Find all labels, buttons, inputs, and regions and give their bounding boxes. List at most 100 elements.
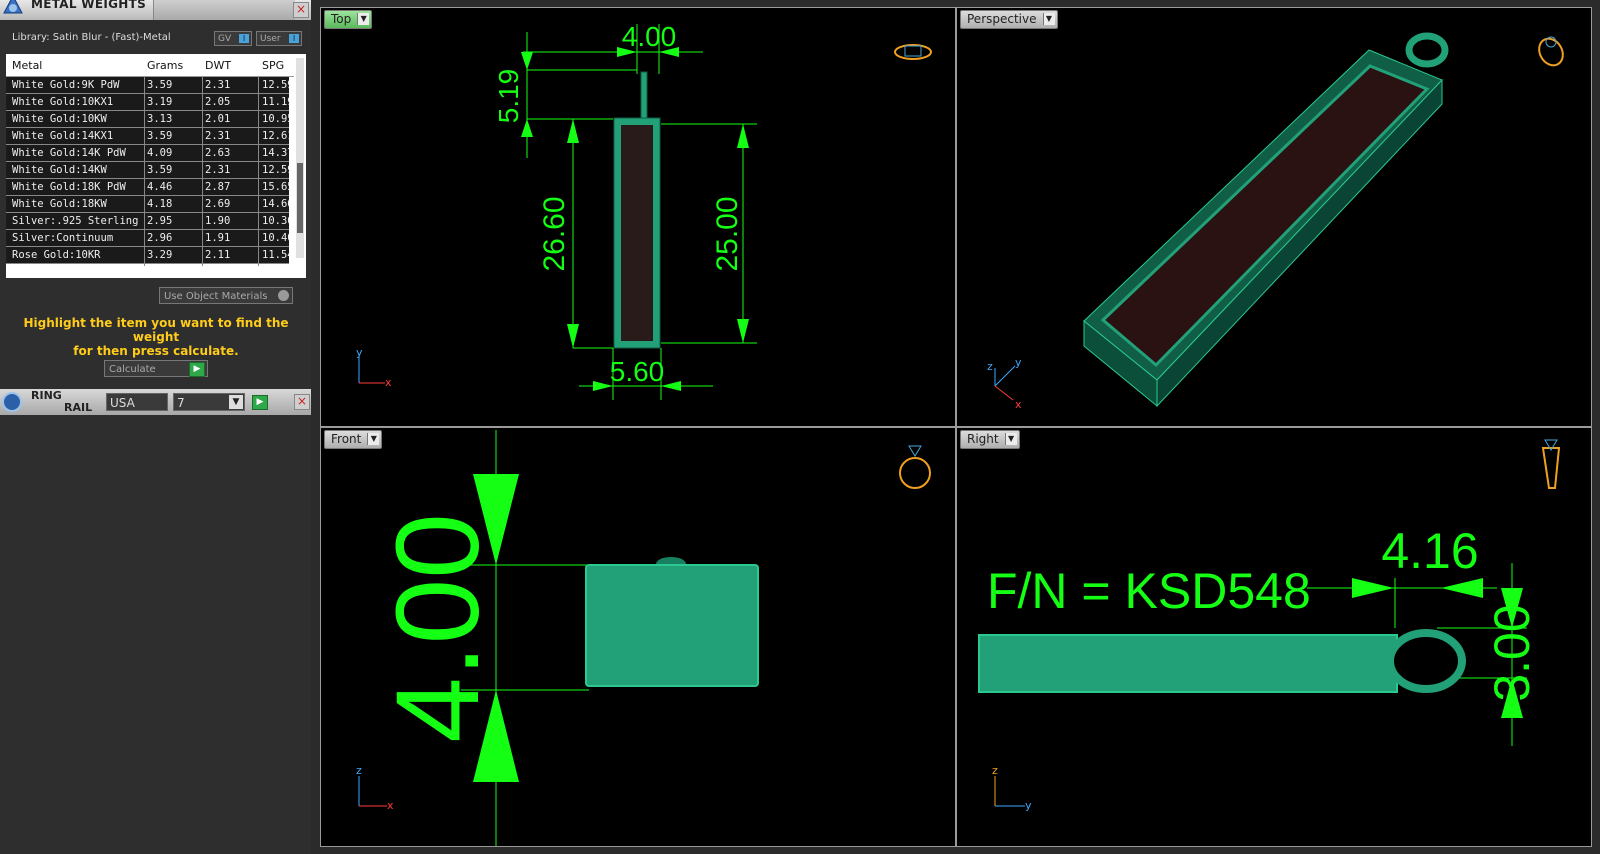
chevron-down-icon: ▼ <box>1042 13 1055 25</box>
dim-bail-height: 3.00 <box>1484 604 1540 701</box>
viewport-label-top[interactable]: Top ▼ <box>324 10 373 29</box>
grams-cell: 3.59 <box>147 130 173 142</box>
metal-cell: White Gold:14K PdW <box>12 147 126 159</box>
metal-weights-titlebar: METAL WEIGHTS × <box>0 0 311 20</box>
dwt-cell: 1.90 <box>205 215 231 227</box>
viewport-label-front[interactable]: Front ▼ <box>324 430 383 449</box>
dwt-cell: 2.01 <box>205 113 231 125</box>
calculate-button[interactable]: ▶ <box>189 362 205 377</box>
options-icon[interactable] <box>278 290 289 301</box>
grams-cell: 3.29 <box>147 249 173 261</box>
spg-cell: 15.65 <box>262 181 289 193</box>
help-text-line-1: Highlight the item you want to find the … <box>23 316 289 344</box>
column-divider <box>144 76 145 266</box>
grams-cell: 3.13 <box>147 113 173 125</box>
column-header-grams[interactable]: Grams <box>147 59 184 72</box>
metal-cell: White Gold:14KX1 <box>12 130 114 142</box>
right-view-cube-icon[interactable] <box>1541 439 1561 489</box>
calculate-field[interactable]: Calculate ▶ <box>104 360 208 377</box>
ring-rail-go-button[interactable]: ▶ <box>252 395 268 410</box>
perspective-view-cube-icon[interactable] <box>1534 34 1567 69</box>
right-body <box>978 634 1398 693</box>
viewport-label-perspective[interactable]: Perspective ▼ <box>960 10 1058 29</box>
metal-cell: White Gold:18K PdW <box>12 181 126 193</box>
axis-label-z: z <box>987 360 993 373</box>
dwt-cell: 2.63 <box>205 147 231 159</box>
gv-toggle-label: GV <box>218 34 232 44</box>
close-panel-button[interactable]: × <box>293 2 309 18</box>
table-vertical-scrollbar[interactable] <box>296 58 304 258</box>
panel-title: METAL WEIGHTS <box>31 0 147 11</box>
ring-size-region-select[interactable]: USA <box>106 393 168 411</box>
axis-label-x: x <box>1015 398 1022 411</box>
viewport-label-right[interactable]: Right ▼ <box>960 430 1020 449</box>
viewport-right[interactable]: F/N = KSD548 4.16 3.00 z y Right ▼ <box>956 427 1592 847</box>
metal-cell: White Gold:10KX1 <box>12 96 114 108</box>
dwt-cell: 2.11 <box>205 249 231 261</box>
dwt-cell: 2.31 <box>205 164 231 176</box>
column-header-dwt[interactable]: DWT <box>205 59 232 72</box>
viewport-top[interactable]: 4.00 5.19 26.60 25.00 5.60 y x Top ▼ <box>320 7 956 427</box>
user-toggle-label: User <box>260 34 281 44</box>
dim-body-width: 5.60 <box>610 356 665 387</box>
front-view-canvas: 4.00 z x <box>356 430 931 846</box>
top-axis-triad: y x <box>356 346 392 389</box>
spg-cell: 10.40 <box>262 232 289 244</box>
dim-front-height: 4.00 <box>372 513 504 743</box>
grams-cell: 3.59 <box>147 79 173 91</box>
right-dimension-arrows <box>1352 578 1523 718</box>
dwt-cell: 2.87 <box>205 181 231 193</box>
viewport-label-front-text: Front <box>331 432 362 446</box>
library-label: Library: Satin Blur - (Fast)-Metal <box>12 32 171 43</box>
spg-cell: 12.61 <box>262 130 289 142</box>
file-number-label: F/N = KSD548 <box>987 563 1311 619</box>
pendant-front-face <box>1156 78 1443 408</box>
metal-cell: Rose Gold:10KR <box>12 249 101 261</box>
axis-label-y: y <box>1015 356 1022 369</box>
spg-cell: 14.66 <box>262 198 289 210</box>
help-text-line-2: for then press calculate. <box>73 344 239 358</box>
column-header-metal[interactable]: Metal <box>12 59 43 72</box>
spg-cell: 10.36 <box>262 215 289 227</box>
front-axis-triad: z x <box>356 764 394 812</box>
top-dimension-arrows <box>521 47 749 391</box>
viewport-perspective[interactable]: z y x Perspective ▼ <box>956 7 1592 427</box>
pendant-inset-face <box>1100 64 1430 368</box>
right-view-canvas: F/N = KSD548 4.16 3.00 z y <box>978 439 1561 812</box>
top-dimension-lines <box>523 24 757 400</box>
column-header-spg[interactable]: SPG <box>262 59 285 72</box>
scrollbar-thumb[interactable] <box>297 163 303 233</box>
metal-weights-panel: METAL WEIGHTS × Library: Satin Blur - (F… <box>0 0 311 854</box>
user-toggle[interactable]: User I <box>256 31 302 46</box>
calculate-label: Calculate <box>109 364 156 375</box>
ring-rail-logo-icon <box>2 392 22 412</box>
use-object-materials-field[interactable]: Use Object Materials <box>159 287 293 304</box>
perspective-bail <box>1405 32 1449 68</box>
front-dimension-arrows <box>473 474 519 782</box>
gv-toggle[interactable]: GV I <box>214 31 252 46</box>
ring-size-select[interactable]: 7 ▼ <box>173 393 245 411</box>
metal-cell: White Gold:14KW <box>12 164 107 176</box>
axis-label-y: y <box>356 346 363 359</box>
axis-label-z: z <box>992 764 998 777</box>
ring-rail-close-button[interactable]: × <box>294 394 310 410</box>
front-view-cube-icon[interactable] <box>899 445 931 489</box>
ring-rail-bar: RING RAIL USA 7 ▼ ▶ × <box>0 389 311 415</box>
viewport-front[interactable]: 4.00 z x Front ▼ <box>320 427 956 847</box>
ring-size-value: 7 <box>177 396 185 410</box>
ring-rail-title-line-1: RING <box>31 389 62 402</box>
top-view-cube-icon[interactable] <box>894 44 932 60</box>
dim-body-height: 26.60 <box>538 196 571 271</box>
